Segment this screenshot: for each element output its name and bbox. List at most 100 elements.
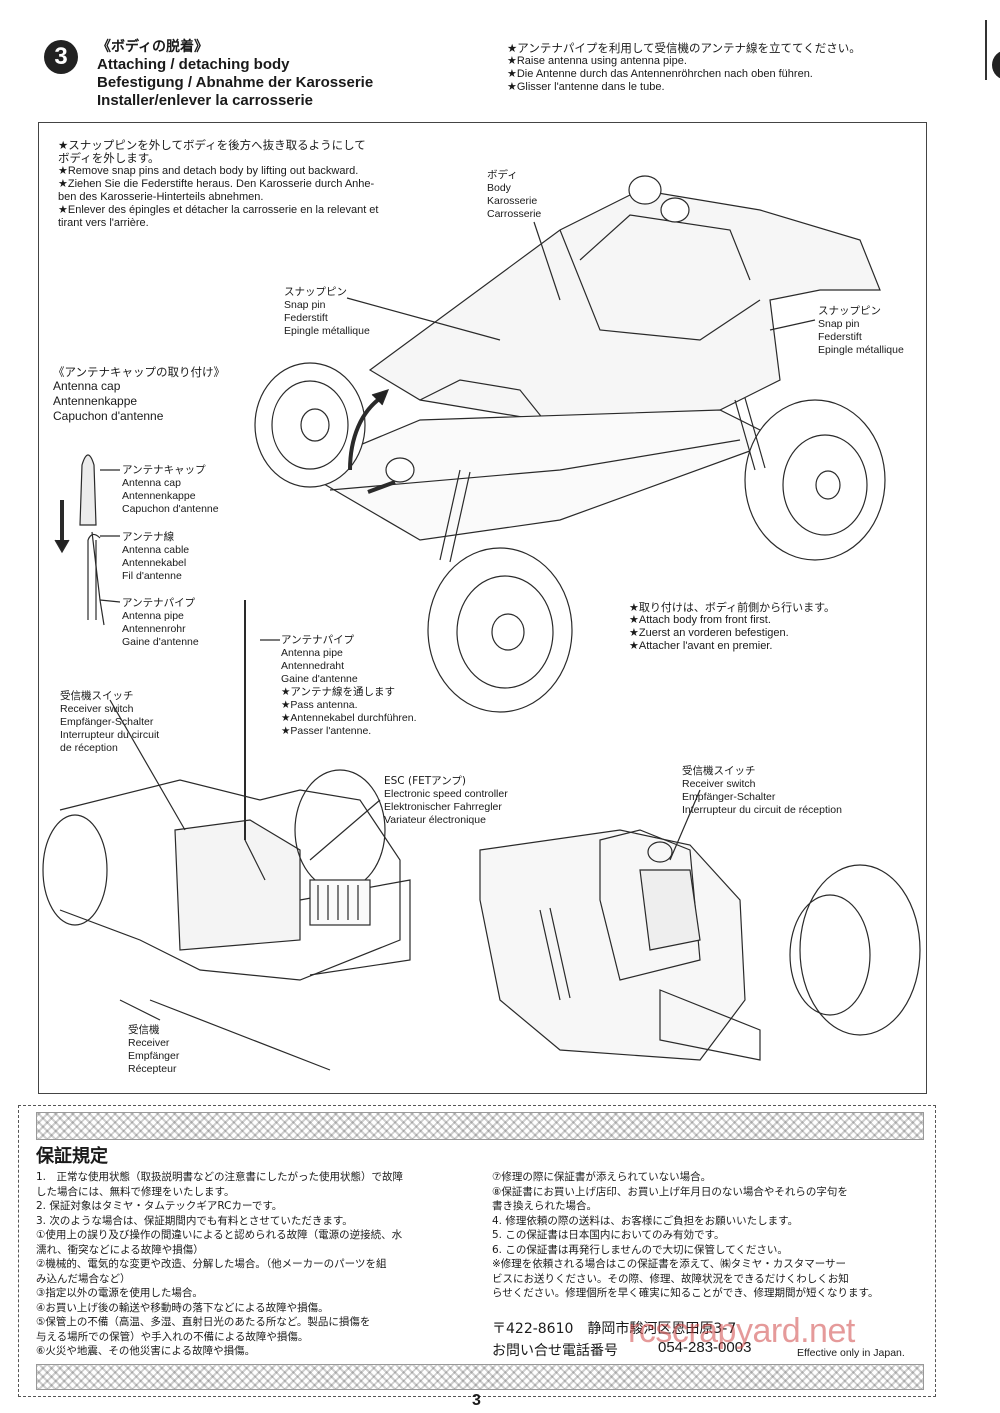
- antenna-pipe-note: ★アンテナパイプを利用して受信機のアンテナ線を立ててください。 ★Raise a…: [507, 42, 861, 94]
- label-antenna-pipe-1-de: Antennenrohr: [122, 623, 186, 635]
- warranty-left-line: 2. 保証対象はタミヤ・タムテックギアRCカーです。: [36, 1200, 283, 1212]
- antenna-cap-heading-fr: Capuchon d'antenne: [53, 409, 164, 423]
- label-pass-antenna-jp: ★アンテナ線を通します: [281, 686, 395, 698]
- label-rx-switch-left-jp: 受信機スイッチ: [60, 690, 134, 702]
- label-antenna-pipe-1: アンテナパイプ Antenna pipe Antennenrohr Gaine …: [122, 597, 199, 649]
- label-pass-antenna-fr: ★Passer l'antenne.: [281, 725, 372, 737]
- label-antenna-cable-en: Antenna cable: [122, 544, 190, 556]
- label-snap-pin-left: スナップピン Snap pin Federstift Epingle métal…: [284, 286, 370, 338]
- attach-front-de: ★Zuerst an vorderen befestigen.: [629, 627, 789, 639]
- warranty-left-line: ③指定以外の電源を使用した場合。: [36, 1287, 203, 1299]
- attach-front-jp: ★取り付けは、ボディ前側から行います。: [629, 601, 835, 614]
- label-snap-pin-right-en: Snap pin: [818, 318, 860, 330]
- warranty-right-line: ビスにお送りください。その際、修理、故障状況をできるだけくわしくお知: [492, 1272, 849, 1285]
- label-snap-pin-right-jp: スナップピン: [818, 305, 881, 317]
- warranty-left-line: 濡れ、衝突などによる故障や損傷）: [36, 1243, 204, 1256]
- attach-front-en: ★Attach body from front first.: [629, 614, 771, 626]
- antenna-note-de: ★Die Antenne durch das Antennenröhrchen …: [507, 68, 813, 80]
- step-title-fr: Installer/enlever la carrosserie: [97, 92, 313, 109]
- warranty-right-line: らせください。修理個所を早く確実に知ることができ、修理期間が短くなります。: [492, 1287, 879, 1299]
- label-antenna-pipe-2-jp: アンテナパイプ: [281, 634, 355, 646]
- label-snap-pin-left-de: Federstift: [284, 312, 328, 324]
- label-receiver: 受信機 Receiver Empfänger Récepteur: [128, 1024, 179, 1076]
- warranty-top-band: [36, 1112, 924, 1140]
- warranty-left-line: した場合には、無料で修理をいたします。: [36, 1185, 235, 1198]
- label-body-fr: Carrosserie: [487, 208, 542, 220]
- label-antenna-cable-jp: アンテナ線: [122, 531, 175, 543]
- label-antenna-cap: アンテナキャップ Antenna cap Antennenkappe Capuc…: [122, 464, 219, 516]
- label-antenna-cap-jp: アンテナキャップ: [122, 464, 206, 476]
- label-antenna-cable: アンテナ線 Antenna cable Antennekabel Fil d'a…: [122, 531, 189, 583]
- warranty-left-line: ①使用上の誤り及び操作の間違いによると認められる故障（電源の逆接続、水: [36, 1229, 403, 1241]
- snap-instr-jp2: ボディを外します。: [58, 151, 160, 165]
- label-antenna-cable-fr: Fil d'antenne: [122, 570, 182, 582]
- label-receiver-en: Receiver: [128, 1037, 170, 1049]
- step-title-jp: 《ボディの脱着》: [97, 39, 209, 55]
- label-receiver-switch-right: 受信機スイッチ Receiver switch Empfänger-Schalt…: [682, 765, 842, 817]
- label-antenna-pipe-1-fr: Gaine d'antenne: [122, 636, 199, 648]
- label-rx-switch-left-fr2: de réception: [60, 742, 118, 754]
- label-body: ボディ Body Karosserie Carrosserie: [487, 169, 541, 221]
- label-snap-pin-left-jp: スナップピン: [284, 286, 347, 298]
- label-esc-de: Elektronischer Fahrregler: [384, 801, 502, 813]
- label-antenna-pipe-2: アンテナパイプ Antenna pipe Antennedraht Gaine …: [281, 634, 417, 738]
- label-antenna-cap-fr: Capuchon d'antenne: [122, 503, 219, 515]
- label-receiver-jp: 受信機: [128, 1024, 160, 1036]
- label-rx-switch-right-de: Empfänger-Schalter: [682, 791, 776, 803]
- warranty-left-line: ②機械的、電気的な変更や改造、分解した場合。（他メーカーのパーツを組: [36, 1258, 387, 1270]
- label-antenna-pipe-2-en: Antenna pipe: [281, 647, 343, 659]
- label-receiver-fr: Récepteur: [128, 1063, 177, 1075]
- antenna-cap-heading: 《アンテナキャップの取り付け》 Antenna cap Antennenkapp…: [53, 366, 225, 424]
- snap-instr-fr2: tirant vers l'arrière.: [58, 217, 149, 229]
- label-antenna-pipe-1-jp: アンテナパイプ: [122, 597, 196, 609]
- warranty-right-line: ※修理を依頼される場合はこの保証書を添えて、㈱タミヤ・カスタマーサー: [492, 1258, 847, 1270]
- step-title-de: Befestigung / Abnahme der Karosserie: [97, 74, 374, 91]
- warranty-section: [18, 1105, 936, 1397]
- antenna-cap-heading-jp: 《アンテナキャップの取り付け》: [53, 365, 226, 379]
- warranty-bottom-band: [36, 1364, 924, 1390]
- warranty-left-line: ④お買い上げ後の輸送や移動時の落下などによる故障や損傷。: [36, 1301, 329, 1314]
- label-snap-pin-left-fr: Epingle métallique: [284, 325, 370, 337]
- effective-note: Effective only in Japan.: [797, 1347, 905, 1359]
- warranty-right-line: 5. この保証書は日本国内においてのみ有効です。: [492, 1229, 725, 1241]
- attach-front-note: ★取り付けは、ボディ前側から行います。 ★Attach body from fr…: [629, 601, 835, 653]
- label-receiver-de: Empfänger: [128, 1050, 180, 1062]
- warranty-right-column: ⑦修理の際に保証書が添えられていない場合。 ⑧保証書にお買い上げ店印、お買い上げ…: [492, 1170, 879, 1301]
- label-esc-en: Electronic speed controller: [384, 788, 508, 800]
- step-title-en: Attaching / detaching body: [97, 56, 290, 73]
- snap-pin-instruction: ★スナップピンを外してボディを後方へ抜き取るようにして ボディを外します。 ★R…: [58, 139, 378, 230]
- warranty-right-line: ⑦修理の際に保証書が添えられていない場合。: [492, 1171, 712, 1183]
- warranty-phone-label: お問い合せ電話番号: [492, 1343, 618, 1359]
- antenna-note-en: ★Raise antenna using antenna pipe.: [507, 55, 687, 67]
- snap-instr-de1: ★Ziehen Sie die Federstifte heraus. Den …: [58, 178, 375, 190]
- page-number: 3: [472, 1392, 481, 1409]
- page-edge-mark: [985, 20, 1000, 80]
- label-rx-switch-left-fr1: Interrupteur du circuit: [60, 729, 160, 741]
- label-antenna-pipe-2-de: Antennedraht: [281, 660, 345, 672]
- label-antenna-pipe-1-en: Antenna pipe: [122, 610, 184, 622]
- antenna-note-fr: ★Glisser l'antenne dans le tube.: [507, 81, 665, 93]
- snap-instr-en: ★Remove snap pins and detach body by lif…: [58, 165, 359, 177]
- warranty-left-line: 与える場所での保管）や手入れの不備による故障や損傷。: [36, 1330, 309, 1343]
- label-antenna-cap-en: Antenna cap: [122, 477, 181, 489]
- warranty-left-column: 1. 正常な使用状態（取扱説明書などの注意書にしたがった使用状態）で故障 した場…: [36, 1170, 403, 1359]
- step-number-badge: 3: [44, 40, 78, 74]
- label-esc-fr: Variateur électronique: [384, 814, 486, 826]
- label-body-de: Karosserie: [487, 195, 538, 207]
- label-antenna-cap-de: Antennenkappe: [122, 490, 196, 502]
- warranty-phone: 054-283-0003: [658, 1339, 752, 1356]
- warranty-right-line: 4. 修理依頼の際の送料は、お客様にご負担をお願いいたします。: [492, 1214, 799, 1227]
- warranty-right-line: 書き換えられた場合。: [492, 1200, 597, 1212]
- label-body-jp: ボディ: [487, 169, 518, 181]
- warranty-address: 〒422-8610 静岡市駿河区恩田原3-7: [492, 1321, 737, 1337]
- warranty-left-line: 3. 次のような場合は、保証期間内でも有料とさせていただきます。: [36, 1214, 353, 1227]
- attach-front-fr: ★Attacher l'avant en premier.: [629, 640, 773, 652]
- label-rx-switch-right-jp: 受信機スイッチ: [682, 765, 756, 777]
- antenna-cap-heading-de: Antennenkappe: [53, 394, 138, 408]
- label-antenna-cable-de: Antennekabel: [122, 557, 187, 569]
- label-rx-switch-right-en: Receiver switch: [682, 778, 756, 790]
- snap-instr-fr1: ★Enlever des épingles et détacher la car…: [58, 204, 379, 216]
- label-snap-pin-right-de: Federstift: [818, 331, 862, 343]
- label-rx-switch-left-en: Receiver switch: [60, 703, 134, 715]
